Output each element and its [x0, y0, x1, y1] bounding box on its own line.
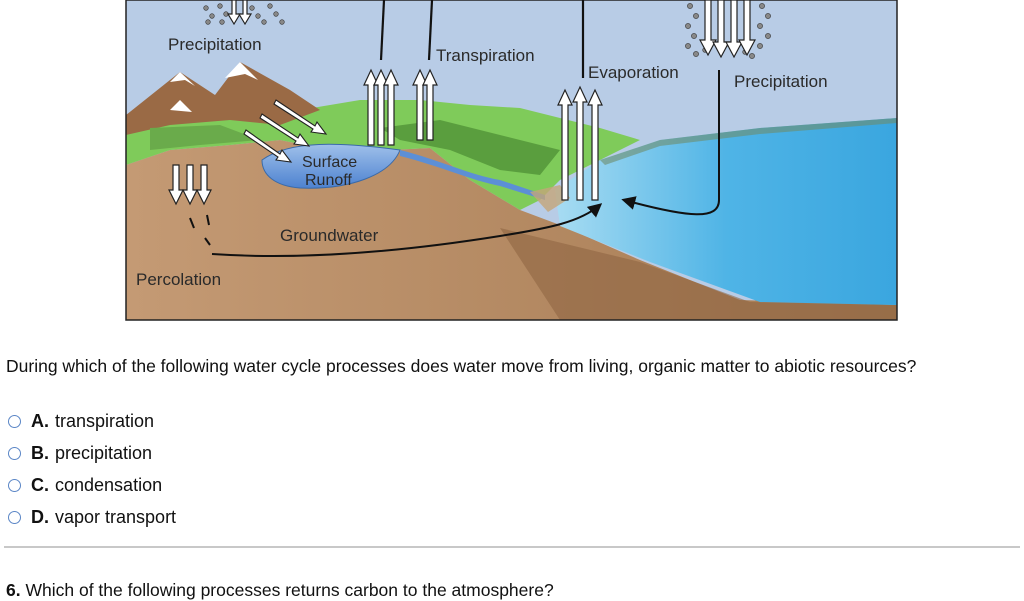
question-text: During which of the following water cycl… — [6, 356, 917, 376]
choice-label: vapor transport — [55, 506, 177, 527]
transpiration-arrows — [363, 68, 438, 146]
label-surface-runoff-line2: Runoff — [305, 172, 352, 189]
question-divider — [4, 546, 1020, 548]
surface-runoff-arrows — [243, 99, 328, 163]
label-groundwater: Groundwater — [280, 226, 379, 245]
label-transpiration: Transpiration — [436, 46, 535, 65]
percolation-dashes — [189, 214, 211, 246]
radio-icon[interactable] — [8, 478, 21, 492]
choice-label: precipitation — [55, 442, 153, 463]
precipitation-left-icon — [203, 0, 285, 26]
choice-d[interactable]: D. vapor transport — [8, 501, 176, 533]
choice-letter: A. — [31, 410, 49, 431]
label-evaporation: Evaporation — [588, 63, 679, 82]
evaporation-arrows — [557, 85, 603, 201]
radio-icon[interactable] — [8, 446, 21, 460]
choice-letter: B. — [31, 442, 49, 463]
next-question-number: 6. — [6, 580, 21, 600]
choice-label: condensation — [55, 474, 163, 495]
label-precipitation-left: Precipitation — [168, 35, 262, 54]
percolation-arrows — [168, 164, 212, 206]
label-percolation: Percolation — [136, 270, 221, 289]
next-question: 6. Which of the following processes retu… — [6, 580, 554, 601]
choice-a[interactable]: A. transpiration — [8, 405, 176, 437]
precipitation-right-icon — [685, 0, 771, 59]
next-question-text: Which of the following processes returns… — [25, 580, 554, 600]
radio-icon[interactable] — [8, 510, 21, 524]
choice-label: transpiration — [55, 410, 155, 431]
label-surface-runoff-line1: Surface — [302, 154, 357, 171]
answer-choices: A. transpiration B. precipitation C. con… — [8, 405, 176, 533]
flow-arrows — [211, 70, 720, 257]
water-cycle-diagram: Precipitation Transpiration Evaporation … — [125, 0, 898, 321]
choice-letter: D. — [31, 506, 49, 527]
choice-c[interactable]: C. condensation — [8, 469, 176, 501]
choice-letter: C. — [31, 474, 49, 495]
vapor-lines — [379, 0, 585, 78]
diagram-frame — [125, 0, 898, 321]
label-precipitation-right: Precipitation — [734, 72, 828, 91]
choice-b[interactable]: B. precipitation — [8, 437, 176, 469]
radio-icon[interactable] — [8, 414, 21, 428]
